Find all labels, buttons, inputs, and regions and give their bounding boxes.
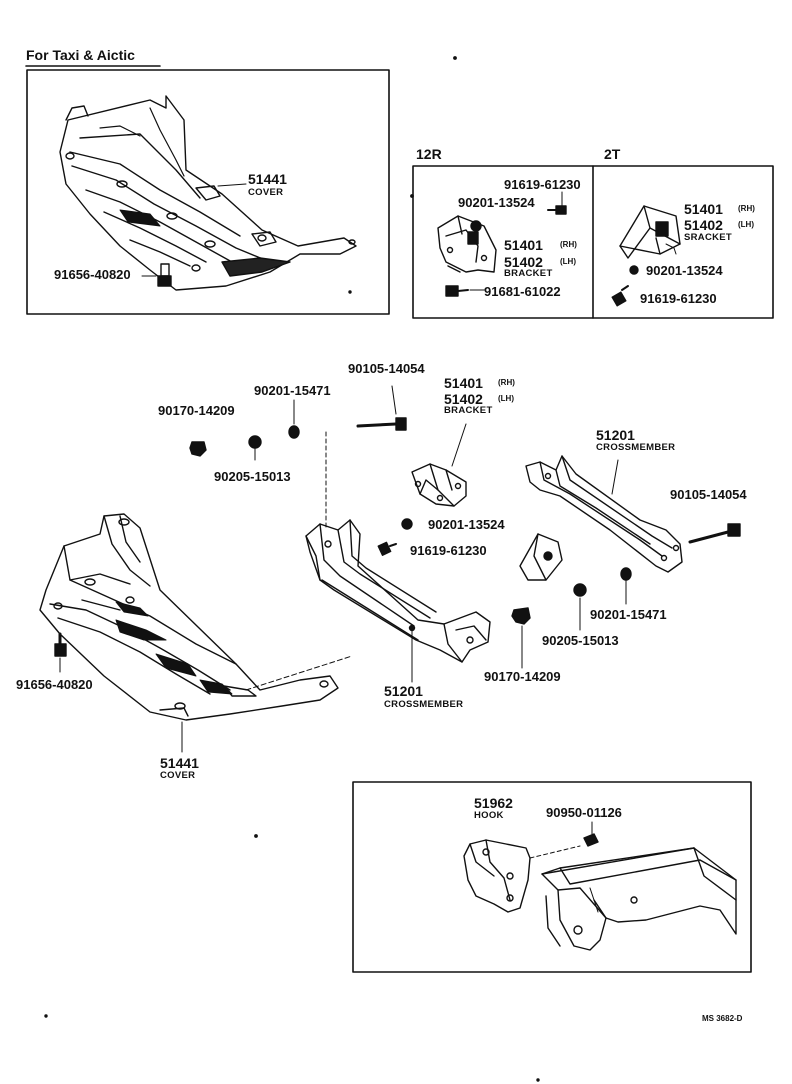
bracket-main-lh-side: (LH) [498,394,514,403]
bolt-61230-number: 91619-61230 [410,543,487,558]
bolt-top-number: 91656-40820 [54,267,131,282]
engine-2t-title: 2T [604,146,621,162]
cover-main-illustration [39,513,339,721]
crossmember-right-number: 51201 [596,427,635,443]
bolt-top-illustration [141,263,172,287]
nut-15471-right-illustration [620,567,632,581]
bolt-14054-top-number: 90105-14054 [348,361,425,376]
taxi-arctic-box [26,69,390,315]
bracket-2t-name: SRACKET [684,232,733,243]
cover-main-name: COVER [160,770,196,781]
crossmember-center-number: 51201 [384,683,423,699]
hook-illustration [463,839,531,913]
crossmember-center-illustration [305,519,491,663]
nut-14209-bottom-number: 90170-14209 [484,669,561,684]
washer-15013-top-number: 90205-15013 [214,469,291,484]
nut-13524-number: 90201-13524 [428,517,505,532]
bracket-2t-rh-number: 51401 [684,201,723,217]
bolt-main-illustration [54,632,67,673]
cover-main-number: 51441 [160,755,199,771]
crossmember-right-illustration [525,455,683,573]
nut-15471-right-number: 90201-15471 [590,607,667,622]
bracket-main-rh-side: (RH) [498,378,515,387]
bolt-hook-number: 90950-01126 [546,805,622,820]
bolt-12r-top-number: 91619-61230 [504,177,581,192]
taxi-arctic-title: For Taxi & Aictic [26,47,135,63]
bolt-40820-main-number: 91656-40820 [16,677,93,692]
bracket-12r-rh-side: (RH) [560,240,577,249]
bolt-2t-illustration [611,285,629,307]
nut-2t-illustration [629,265,639,275]
engine-12r-title: 12R [416,146,442,162]
nut-14209-top-illustration [189,441,207,457]
washer-15013-right-number: 90205-15013 [542,633,619,648]
nut-2t-number: 90201-13524 [646,263,723,278]
bracket-12r-rh-number: 51401 [504,237,543,253]
washer-15013-right-illustration [573,583,587,597]
plate-illustration [519,533,563,581]
bolt-2t-number: 91619-61230 [640,291,717,306]
nut-15471-top-number: 90201-15471 [254,383,331,398]
bracket-main-rh-number: 51401 [444,375,483,391]
nut-15471-top-illustration [288,425,300,439]
nut-12r-illustration [470,220,482,232]
bracket-2t-rh-side: (RH) [738,204,755,213]
bolt-12r-top-illustration [547,191,567,215]
hook-number: 51962 [474,795,513,811]
bracket-main-name: BRACKET [444,405,493,416]
nut-14209-top-number: 90170-14209 [158,403,235,418]
bracket-12r-lh-number: 51402 [504,254,543,270]
cover-top-illustration [59,95,357,291]
bracket-12r-lh-side: (LH) [560,257,576,266]
nut-12r-number: 90201-13524 [458,195,535,210]
nut-14209-bottom-illustration [511,607,531,625]
bolt-12r-bottom-number: 91681-61022 [484,284,561,299]
bracket-2t-illustration [619,205,681,259]
frame-rail-illustration [541,847,737,951]
bolt-14054-top-illustration [356,385,407,431]
crossmember-center-name: CROSSMEMBER [384,699,464,710]
cover-top-name: COVER [248,187,284,198]
nut-13524-illustration [401,518,413,530]
bracket-2t-lh-number: 51402 [684,217,723,233]
bracket-center-illustration [411,463,467,507]
bolt-14054-right-number: 90105-14054 [670,487,747,502]
washer-15013-top-illustration [248,435,262,449]
bolt-14054-right-illustration [688,523,741,544]
bracket-2t-lh-side: (LH) [738,220,754,229]
bolt-61230-illustration [377,541,397,556]
hook-name: HOOK [474,810,504,821]
bracket-12r-illustration [437,215,497,273]
cover-top-number: 51441 [248,171,287,187]
bracket-12r-name: BRACKET [504,268,553,279]
crossmember-right-name: CROSSMEMBER [596,442,676,453]
bracket-main-lh-number: 51402 [444,391,483,407]
bolt-12r-bottom-illustration [445,285,485,297]
bolt-hook-illustration [583,833,599,847]
figure-reference: MS 3682-D [702,1014,743,1023]
hook-box [352,781,752,973]
